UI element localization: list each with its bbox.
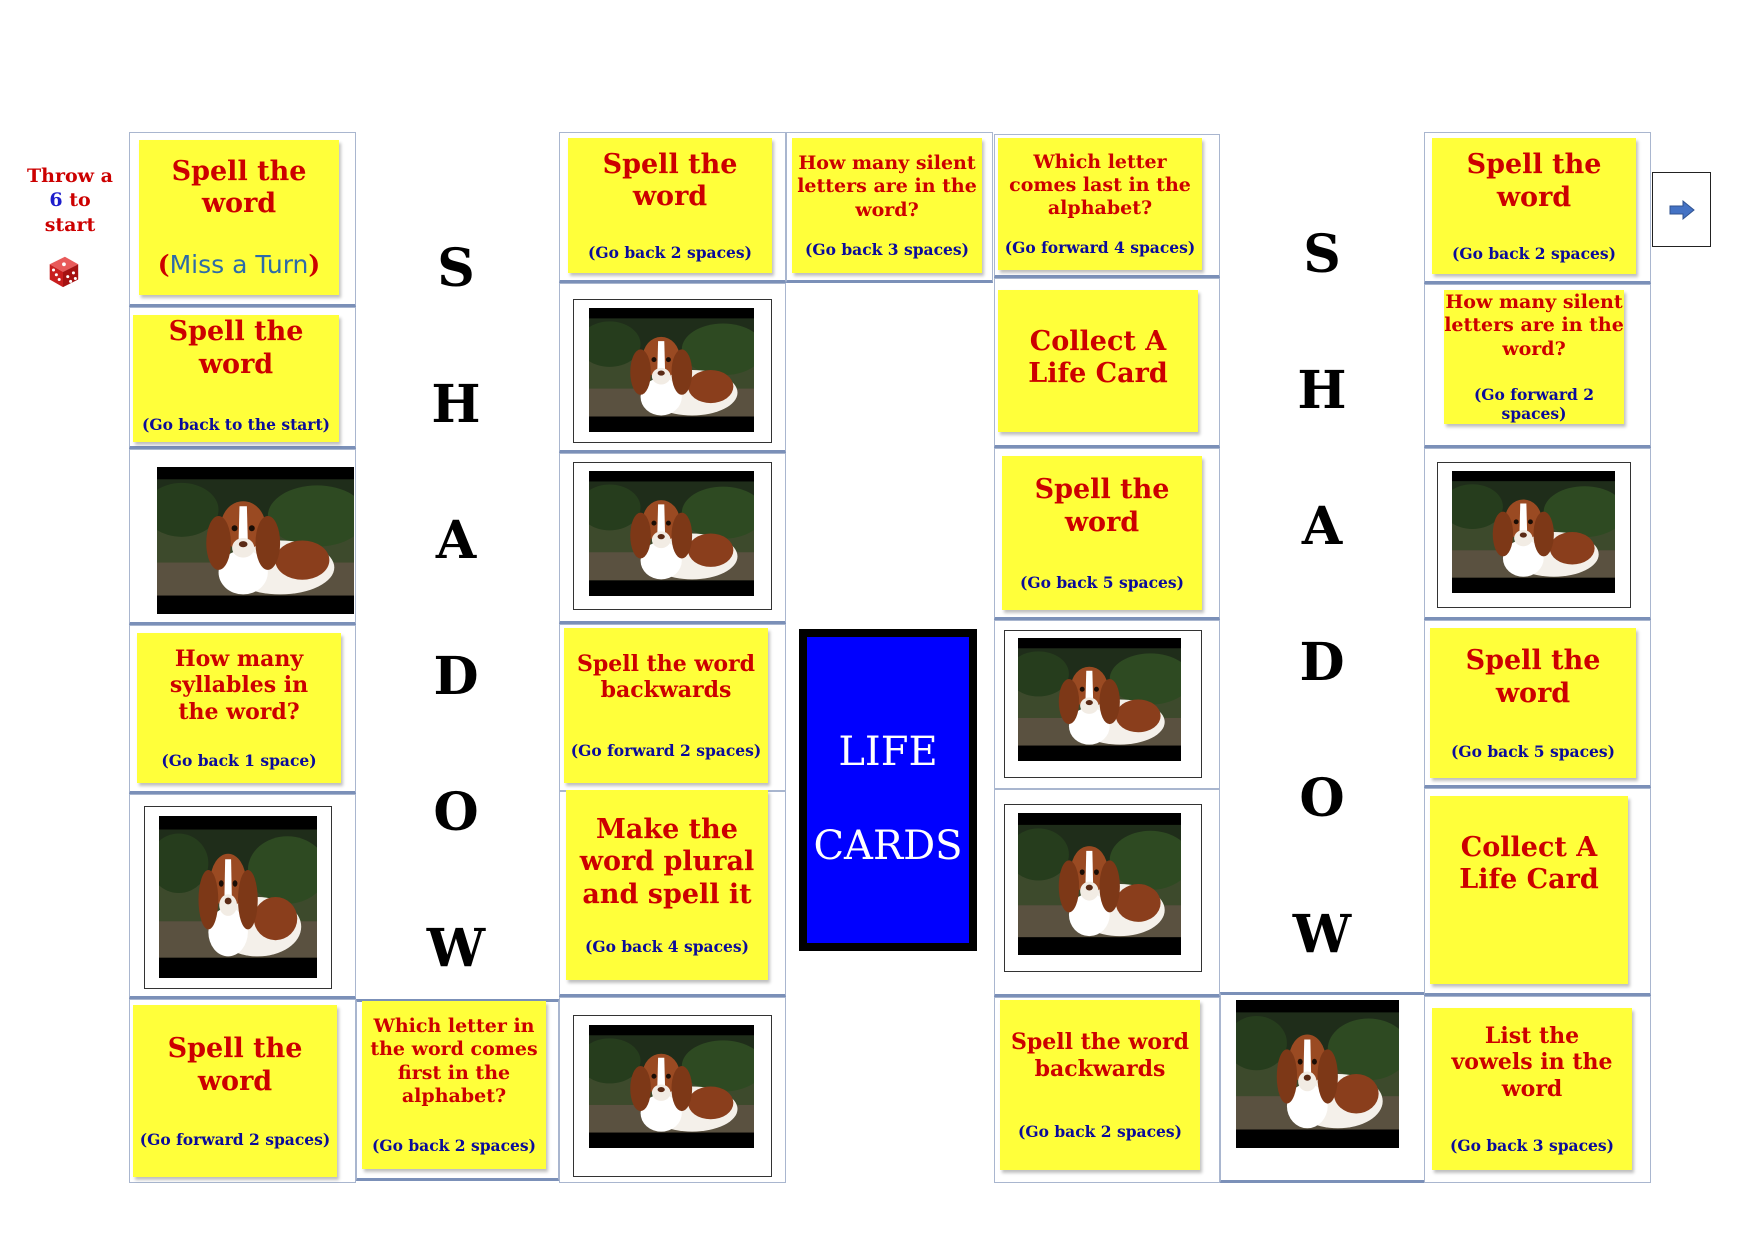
card-title: Spell the word — [167, 1033, 303, 1097]
question-card: Collect A Life Card — [998, 290, 1198, 432]
card-title: Spell the word backwards — [576, 650, 756, 703]
dog-photo — [1018, 638, 1181, 761]
card-instruction: (Go back 2 spaces) — [1452, 243, 1616, 263]
card-title: Collect A Life Card — [1459, 832, 1599, 896]
card-instruction: (Go forward 2 spaces) — [570, 741, 762, 761]
dog-photo — [589, 308, 754, 432]
throw-to: to — [62, 189, 91, 212]
shadow-letter-left: A — [435, 510, 477, 571]
throw-line3: start — [44, 213, 96, 236]
dog-photo — [1018, 813, 1181, 955]
question-card: Spell the word (Go back 5 spaces) — [1430, 628, 1636, 778]
question-card: Spell the word (Go forward 2 spaces) — [133, 1005, 337, 1177]
card-instruction: (Go forward 2 spaces) — [1473, 384, 1595, 423]
life-cards-line2: CARDS — [813, 823, 963, 869]
shadow-letter-right: A — [1301, 496, 1343, 557]
shadow-letter-right: W — [1292, 904, 1352, 965]
miss-a-turn: (Miss a Turn) — [157, 250, 321, 280]
right-arrow-icon — [1669, 199, 1695, 220]
card-title: Make the word plural and spell it — [579, 813, 755, 910]
question-card: Spell the word backwards (Go back 2 spac… — [1000, 1000, 1200, 1170]
card-title: Collect A Life Card — [1028, 326, 1168, 390]
shadow-letter-right: D — [1299, 632, 1345, 693]
throw-line1: Throw a — [27, 165, 113, 187]
card-instruction: (Go back 3 spaces) — [1450, 1136, 1614, 1156]
card-title: Spell the word — [1466, 149, 1602, 213]
card-instruction: (Go back 2 spaces) — [588, 243, 752, 263]
card-title: How many syllables in the word? — [169, 645, 309, 725]
card-title: How many silent letters are in the word? — [1444, 291, 1624, 360]
question-card: How many silent letters are in the word?… — [1444, 290, 1624, 424]
question-card: Which letter comes last in the alphabet?… — [998, 138, 1202, 270]
question-card: Spell the word (Go back 2 spaces) — [568, 138, 772, 273]
question-card: Spell the word (Go back to the start) — [133, 315, 339, 442]
shadow-letter-left: D — [433, 646, 479, 707]
throw-six: 6 — [49, 189, 63, 212]
question-card: Spell the word (Go back 2 spaces) — [1432, 138, 1636, 274]
card-title: Spell the word — [171, 155, 307, 219]
card-instruction: (Go back 5 spaces) — [1020, 572, 1184, 592]
shadow-letter-left: W — [426, 918, 486, 979]
question-card: List the vowels in the word (Go back 3 s… — [1432, 1008, 1632, 1170]
dog-photo — [157, 467, 354, 614]
shadow-letter-right: O — [1299, 768, 1345, 829]
question-card: How many syllables in the word? (Go back… — [137, 633, 341, 783]
life-cards-line1: LIFE — [838, 729, 938, 775]
dog-photo — [1452, 471, 1615, 593]
question-card: Which letter in the word comes first in … — [362, 1001, 546, 1169]
life-cards-deck[interactable]: LIFE CARDS — [799, 629, 977, 951]
card-instruction: (Go back 2 spaces) — [1018, 1121, 1182, 1141]
question-card: Make the word plural and spell it (Go ba… — [566, 790, 768, 980]
start-instruction: Throw a 6 to start — [22, 164, 118, 237]
shadow-letter-left: S — [437, 238, 475, 299]
card-instruction: (Go forward 2 spaces) — [139, 1129, 331, 1149]
card-instruction: (Go back 4 spaces) — [585, 937, 749, 957]
card-title: Which letter comes last in the alphabet? — [1009, 150, 1191, 220]
card-title: List the vowels in the word — [1451, 1022, 1613, 1102]
card-instruction: (Go forward 4 spaces) — [1004, 238, 1196, 258]
question-card: Spell the word (Go back 5 spaces) — [1002, 456, 1202, 610]
card-instruction: (Go back to the start) — [142, 415, 330, 434]
card-title: Spell the word — [1465, 645, 1601, 709]
question-card: Collect A Life Card — [1430, 796, 1628, 984]
throw-line2: 6 to — [22, 188, 118, 212]
dog-photo — [1236, 1000, 1399, 1148]
card-instruction: (Go back 2 spaces) — [372, 1135, 536, 1155]
card-instruction: (Go back 5 spaces) — [1451, 741, 1615, 761]
card-title: Spell the word backwards — [1010, 1029, 1190, 1082]
shadow-letter-left: H — [431, 374, 481, 435]
question-card: How many silent letters are in the word?… — [792, 138, 982, 273]
card-title: Which letter in the word comes first in … — [370, 1015, 538, 1107]
question-card: Spell the word (Miss a Turn) — [139, 140, 339, 295]
dog-photo — [589, 471, 754, 596]
card-title: Spell the word — [602, 148, 738, 212]
shadow-letter-left: O — [433, 782, 479, 843]
shadow-letter-right: S — [1303, 224, 1341, 285]
card-title: Spell the word — [1034, 474, 1170, 538]
card-instruction: (Go back 3 spaces) — [805, 239, 969, 259]
card-instruction: (Go back 1 space) — [161, 751, 317, 771]
dog-photo — [589, 1025, 754, 1148]
dice-icon[interactable] — [44, 251, 82, 289]
card-title: How many silent letters are in the word? — [797, 152, 977, 221]
card-title: Spell the word — [168, 316, 304, 380]
question-card: Spell the word backwards (Go forward 2 s… — [564, 628, 768, 783]
finish-square[interactable] — [1652, 172, 1711, 247]
shadow-letter-right: H — [1297, 360, 1347, 421]
dog-photo — [159, 816, 317, 978]
